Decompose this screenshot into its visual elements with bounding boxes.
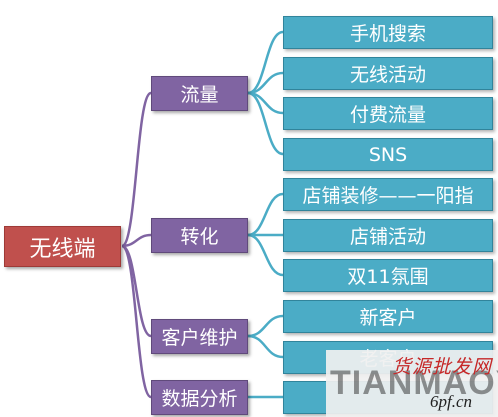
leaf-connector-2-1 [247,334,284,359]
leaf-node-store-activity: 店铺活动 [283,219,493,252]
branch-node-customer-maintenance: 客户维护 [151,319,248,354]
leaf-node-double-11: 双11氛围 [283,259,493,292]
leaf-node-wireless-activity: 无线活动 [283,57,493,90]
branch-node-data-analysis: 数据分析 [151,380,248,415]
leaf-node-store-decoration: 店铺装修——一阳指 [283,178,493,211]
root-connector-0 [120,91,153,248]
leaf-node-sns: SNS [283,138,493,171]
leaf-node-new-customer: 新客户 [283,300,493,333]
watermark-brand: TIANMAOYUN [330,364,498,402]
branch-node-traffic: 流量 [151,76,248,111]
root-connector-3 [120,244,153,399]
leaf-connector-0-3 [247,91,284,156]
watermark-domain: 6pf.cn [429,392,472,411]
leaf-connector-1-0 [247,192,284,237]
leaf-node-mobile-search: 手机搜索 [283,16,493,49]
leaf-connector-1-2 [247,233,284,277]
branch-node-conversion: 转化 [151,218,248,253]
watermark-seal: 货源批发网 [391,356,492,378]
leaf-node-paid-traffic: 付费流量 [283,97,493,130]
watermark: TIANMAOYUN 货源批发网 6pf.cn [326,350,498,417]
root-node: 无线端 [4,226,121,267]
root-connector-1 [121,233,152,248]
leaf-connector-2-0 [247,314,284,338]
